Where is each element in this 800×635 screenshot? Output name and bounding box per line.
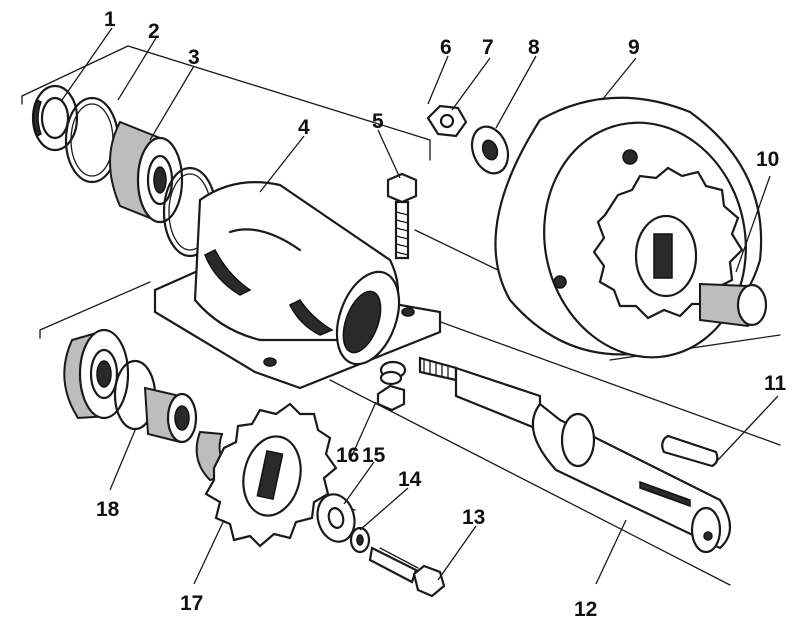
part-15-flat-washer (316, 493, 356, 543)
callout-4: 4 (298, 116, 310, 139)
callout-1: 1 (104, 8, 116, 31)
part-6-nut (426, 104, 468, 138)
part-12-shaft (418, 356, 732, 554)
callout-5: 5 (372, 110, 384, 133)
part-3-bearing (109, 120, 184, 224)
part-11-key (661, 434, 719, 468)
part-13-bolt (368, 546, 446, 598)
leader-lines (61, 27, 779, 585)
callout-12: 12 (574, 598, 597, 621)
part-14-lock-washer (349, 526, 371, 554)
callout-8: 8 (528, 36, 540, 59)
part-16-nut-and-washers (376, 360, 407, 412)
callout-3: 3 (188, 46, 200, 69)
part-18-bearing-and-spacer (63, 328, 198, 444)
part-8-washer (470, 125, 510, 175)
callout-17: 17 (180, 592, 203, 615)
callout-10: 10 (756, 148, 779, 171)
part-4-bearing-housing (153, 181, 442, 390)
callout-2: 2 (148, 20, 160, 43)
callout-11: 11 (764, 372, 787, 395)
callout-labels: 1 2 3 4 5 6 7 8 9 10 11 12 13 14 15 16 1… (96, 8, 787, 621)
part-10-drum-sprocket (592, 166, 768, 328)
callout-15: 15 (362, 444, 386, 467)
callout-6: 6 (440, 36, 452, 59)
callout-7: 7 (482, 36, 494, 59)
callout-16: 16 (336, 444, 359, 467)
callout-9: 9 (628, 36, 640, 59)
callout-13: 13 (462, 506, 485, 529)
callout-18: 18 (96, 498, 120, 521)
callout-14: 14 (398, 468, 422, 491)
part-5-bolt (386, 172, 418, 260)
part-17-sprocket (195, 402, 338, 548)
